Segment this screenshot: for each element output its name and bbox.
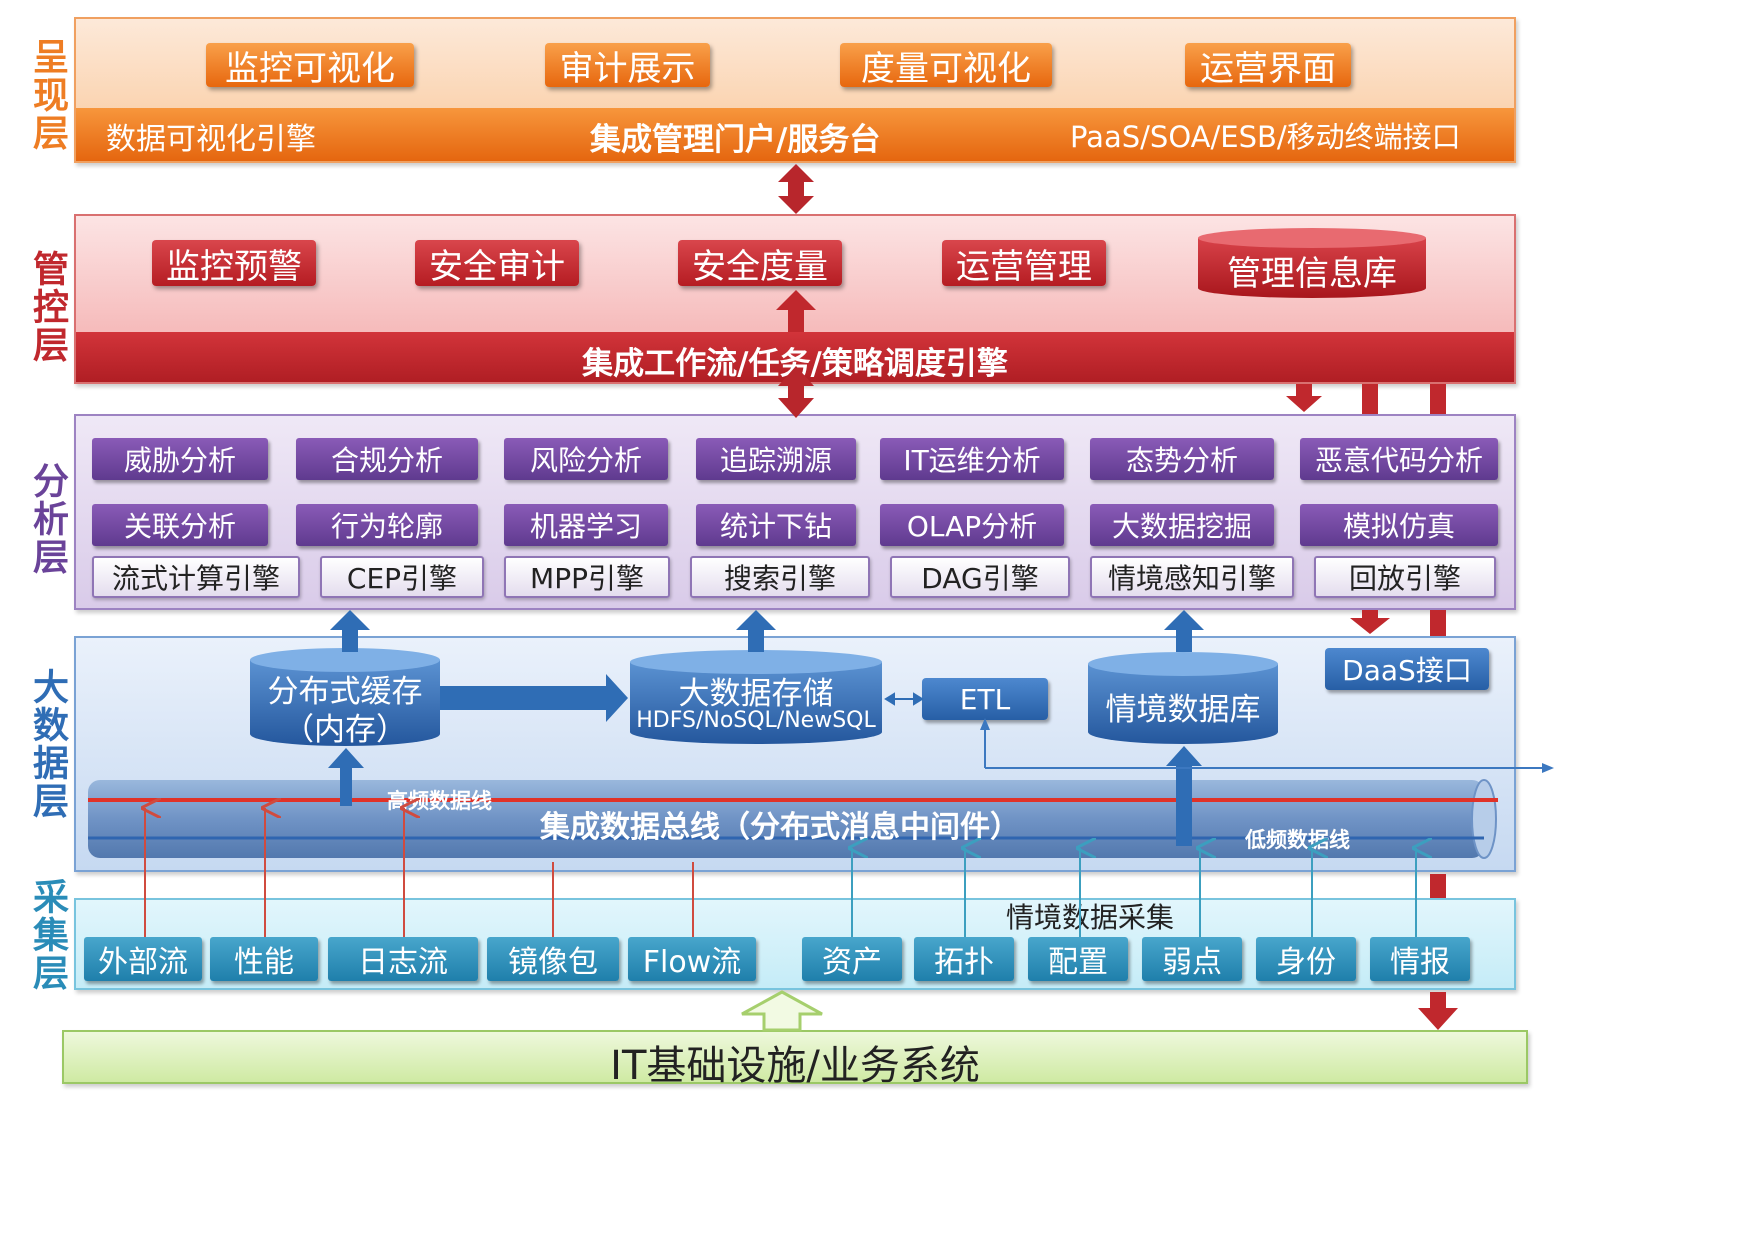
low-freq-label: 低频数据线 (1245, 828, 1350, 852)
analysis-engine[interactable]: MPP引擎 (504, 556, 670, 598)
presentation-item[interactable]: 度量可视化 (840, 43, 1052, 89)
distributed-cache-line1[interactable]: 分布式缓存 (267, 674, 423, 710)
low-freq-lines (852, 848, 1416, 937)
presentation-bar-left: 数据可视化引擎 (106, 122, 316, 157)
daas-interface[interactable]: DaaS接口 (1325, 648, 1489, 690)
context-db-icon (1088, 652, 1278, 744)
presentation-bar (76, 108, 1514, 161)
analysis-item[interactable]: 合规分析 (296, 438, 478, 480)
analysis-item[interactable]: 恶意代码分析 (1300, 438, 1498, 480)
analysis-item[interactable]: 行为轮廓 (296, 504, 478, 546)
analysis-engine[interactable]: CEP引擎 (320, 556, 484, 598)
red-bar-1 (1362, 384, 1378, 414)
control-item[interactable]: 安全审计 (415, 240, 579, 287)
layer-label-presentation: 呈现层 (27, 38, 68, 152)
collection-item[interactable]: 外部流 (84, 937, 202, 981)
arrow-foundation-up (741, 990, 823, 1032)
arrow-control-down-right (1286, 384, 1322, 412)
analysis-item[interactable]: 追踪溯源 (696, 438, 856, 480)
red-bar-3 (1430, 610, 1446, 636)
collection-item[interactable]: 拓扑 (914, 937, 1014, 981)
control-item[interactable]: 运营管理 (942, 240, 1106, 287)
collection-item[interactable]: 镜像包 (487, 937, 619, 981)
bigdata-storage-line2[interactable]: HDFS/NoSQL/NewSQL (636, 708, 876, 733)
analysis-item[interactable]: 威胁分析 (92, 438, 268, 480)
presentation-item[interactable]: 运营界面 (1185, 43, 1351, 89)
presentation-item[interactable]: 监控可视化 (206, 43, 414, 89)
high-freq-lines (145, 808, 694, 937)
collection-item[interactable]: 身份 (1256, 937, 1356, 981)
collection-item[interactable]: Flow流 (628, 937, 756, 981)
management-db-icon (1198, 228, 1426, 298)
bigdata-storage-icon (630, 650, 882, 744)
analysis-item[interactable]: 态势分析 (1090, 438, 1274, 480)
layer-label-collection: 采集层 (27, 878, 68, 992)
analysis-engine[interactable]: 情境感知引擎 (1090, 556, 1294, 598)
etl-box[interactable]: ETL (922, 678, 1048, 720)
analysis-item[interactable]: 统计下钻 (696, 504, 856, 546)
presentation-item[interactable]: 审计展示 (545, 43, 710, 89)
context-collection-title: 情境数据采集 (1006, 901, 1175, 934)
arrow-control-analysis (778, 366, 814, 418)
arrow-storage-etl (884, 692, 924, 706)
analysis-item[interactable]: IT运维分析 (880, 438, 1064, 480)
collection-item[interactable]: 性能 (210, 937, 318, 981)
analysis-item[interactable]: 机器学习 (504, 504, 668, 546)
analysis-engine[interactable]: DAG引擎 (890, 556, 1070, 598)
layer-label-bigdata: 大数据层 (27, 668, 68, 820)
red-bar-2 (1430, 384, 1446, 414)
analysis-item[interactable]: 模拟仿真 (1300, 504, 1498, 546)
distributed-cache-icon (250, 648, 440, 746)
foundation-label: IT基础设施/业务系统 (610, 1043, 980, 1089)
collection-item[interactable]: 资产 (802, 937, 902, 981)
collection-item[interactable]: 弱点 (1142, 937, 1242, 981)
context-db-label[interactable]: 情境数据库 (1105, 692, 1261, 728)
analysis-item[interactable]: 风险分析 (504, 438, 668, 480)
presentation-bar-center: 集成管理门户/服务台 (590, 122, 881, 158)
control-item[interactable]: 安全度量 (678, 240, 842, 287)
analysis-item[interactable]: 关联分析 (92, 504, 268, 546)
arrow-to-daas (1350, 610, 1390, 634)
management-db-label[interactable]: 管理信息库 (1227, 254, 1397, 294)
arrows-bigdata-to-analysis (330, 610, 1204, 652)
arrow-bus-to-context-db (1166, 746, 1202, 846)
etl-output-line (984, 722, 1548, 769)
analysis-engine[interactable]: 回放引擎 (1314, 556, 1496, 598)
arrow-control-up (776, 290, 816, 332)
bigdata-storage-line1[interactable]: 大数据存储 (678, 676, 834, 712)
arrow-presentation-control (778, 164, 814, 214)
integration-bus-tube (88, 779, 1498, 859)
analysis-item[interactable]: OLAP分析 (880, 504, 1064, 546)
layer-label-analysis: 分析层 (27, 462, 68, 576)
arrow-bus-to-cache (328, 748, 364, 806)
analysis-engine[interactable]: 搜索引擎 (690, 556, 870, 598)
red-bar-4 (1430, 874, 1446, 898)
analysis-item[interactable]: 大数据挖掘 (1090, 504, 1274, 546)
presentation-bar-right: PaaS/SOA/ESB/移动终端接口 (1070, 120, 1461, 154)
collection-item[interactable]: 日志流 (328, 937, 478, 981)
arrow-cache-to-storage (440, 674, 628, 722)
control-item[interactable]: 监控预警 (152, 240, 316, 287)
collection-item[interactable]: 情报 (1370, 937, 1470, 981)
arrow-to-foundation (1418, 992, 1458, 1030)
layer-label-control: 管控层 (27, 250, 68, 364)
collection-item[interactable]: 配置 (1028, 937, 1128, 981)
distributed-cache-line2[interactable]: （内存） (283, 712, 407, 748)
integration-bus-label: 集成数据总线（分布式消息中间件） (540, 810, 1020, 845)
analysis-engine[interactable]: 流式计算引擎 (92, 556, 300, 598)
